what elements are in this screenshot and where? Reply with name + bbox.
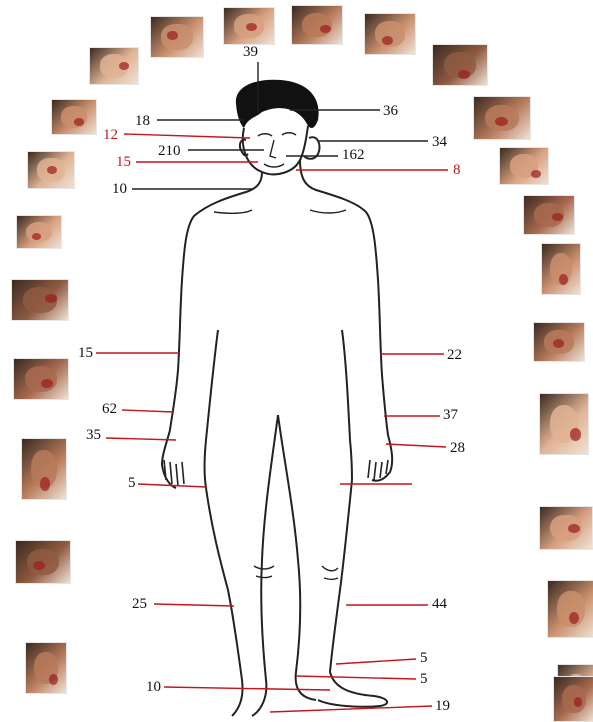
photo-lesion-mark (458, 70, 470, 79)
count-label-upper-arm-left: 22 (447, 348, 462, 363)
count-label-hand-left: 28 (450, 441, 465, 456)
inner-legs (252, 415, 316, 716)
photo-lesion-mark (553, 339, 564, 347)
leader-line-cheek-left (124, 134, 250, 138)
count-label-neck: 10 (112, 182, 127, 197)
photo-face-6 (89, 47, 139, 85)
count-label-sole: 19 (435, 699, 450, 714)
photo-lesion-mark (495, 117, 507, 126)
photo-lesion-mark (74, 118, 84, 125)
leader-line-hand-left (386, 444, 446, 447)
count-label-lower-leg-left: 44 (432, 597, 447, 612)
photo-face-10 (27, 151, 75, 189)
count-label-head-left-upper: 18 (135, 114, 150, 129)
photo-lesion-mark (47, 166, 57, 174)
photo-face-3 (291, 5, 343, 45)
count-label-forearm-right: 62 (102, 402, 117, 417)
photo-lesion-mark (568, 524, 579, 533)
hand-right-fingers (164, 460, 184, 486)
photo-lesion-mark (41, 379, 53, 388)
photo-face-1 (150, 16, 204, 58)
leader-line-ankle-left (336, 659, 416, 664)
count-label-foot-left: 5 (420, 672, 428, 687)
photo-face-11 (523, 195, 575, 235)
count-label-forearm-left: 37 (443, 408, 458, 423)
photo-forearm (539, 393, 589, 455)
photo-lesion-mark (40, 477, 50, 490)
leader-line-hand-right (106, 438, 176, 440)
photo-arm-2 (533, 322, 585, 362)
count-label-hand-right: 35 (86, 428, 101, 443)
count-label-forehead-right: 36 (383, 104, 398, 119)
count-label-foot-right: 10 (146, 680, 161, 695)
photo-face-9 (499, 147, 549, 185)
photo-face-8 (51, 99, 97, 135)
photo-face-5 (432, 44, 488, 86)
leader-line-foot-right (164, 687, 330, 690)
photo-leg-2 (25, 642, 67, 694)
count-label-upper-arm-right: 15 (78, 346, 93, 361)
photo-lesion-mark (49, 674, 58, 685)
torso-outline (162, 160, 392, 488)
photo-lesion-mark (569, 612, 579, 624)
inner-arm-left (342, 330, 352, 480)
count-label-cheek-left: 12 (103, 128, 118, 143)
count-label-chin-left: 15 (116, 155, 131, 170)
photo-arm-1 (11, 279, 69, 321)
photo-face-12 (541, 243, 581, 295)
count-label-lower-leg-right: 25 (132, 597, 147, 612)
shoulder-line (214, 210, 346, 213)
photo-lesion-mark (246, 23, 257, 31)
count-label-ankle-left: 5 (420, 651, 428, 666)
eye-left (258, 134, 272, 136)
photo-face-2 (223, 7, 275, 45)
leader-line-lower-leg-right (154, 604, 234, 606)
photo-hand-1 (21, 438, 67, 500)
photo-leg-1 (547, 580, 593, 638)
photo-lesion-mark (552, 213, 563, 221)
hair (236, 80, 319, 128)
photo-skin-area (61, 106, 87, 128)
leader-line-foot-left (296, 676, 416, 679)
nose-line (270, 140, 276, 158)
leader-lines (96, 62, 448, 712)
photo-lesion-mark (531, 170, 542, 178)
photo-skin-area (25, 366, 57, 392)
photo-arm-3 (13, 358, 69, 400)
knee-left (322, 566, 338, 580)
photo-hand-2 (15, 540, 71, 584)
photo-face-7 (473, 96, 531, 140)
count-label-ear-right: 34 (432, 135, 447, 150)
inner-arm-right (205, 330, 219, 488)
photo-cheek (16, 215, 62, 249)
photo-lesion-mark (32, 233, 42, 240)
count-label-head-top: 39 (243, 45, 258, 60)
photo-lesion-mark (320, 25, 331, 33)
photo-lesion-mark (167, 31, 178, 40)
photo-lesion-mark (559, 274, 567, 285)
photo-lesion-mark (570, 428, 581, 441)
eye-right (282, 133, 296, 135)
knee-right (254, 566, 274, 578)
photo-face-4 (364, 13, 416, 55)
count-label-fingers-right: 5 (128, 476, 136, 491)
leader-line-forearm-right (122, 410, 174, 412)
photo-foot-2 (553, 676, 593, 722)
count-label-jaw-right: 8 (453, 163, 461, 178)
count-label-cheek-right: 162 (342, 148, 365, 163)
photo-wrist (539, 506, 593, 550)
mouth (264, 164, 284, 167)
count-label-nose: 210 (158, 144, 181, 159)
